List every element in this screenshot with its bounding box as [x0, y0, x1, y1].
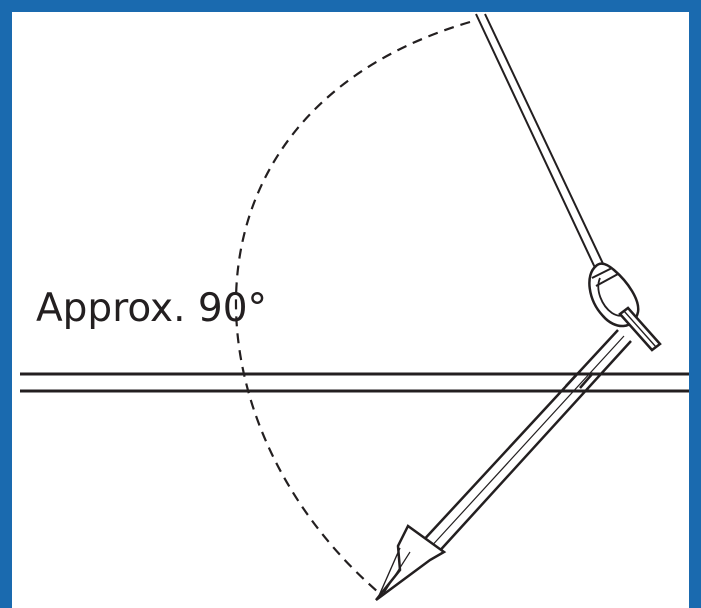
- tie-rope: [475, 13, 607, 273]
- angle-arc: [234, 20, 471, 593]
- stake-tip: [375, 524, 447, 602]
- angle-label: Approx. 90°: [36, 286, 268, 331]
- stake-ground-crossing: [565, 372, 594, 389]
- ground-stake: [419, 329, 632, 557]
- stake-head: [618, 306, 662, 352]
